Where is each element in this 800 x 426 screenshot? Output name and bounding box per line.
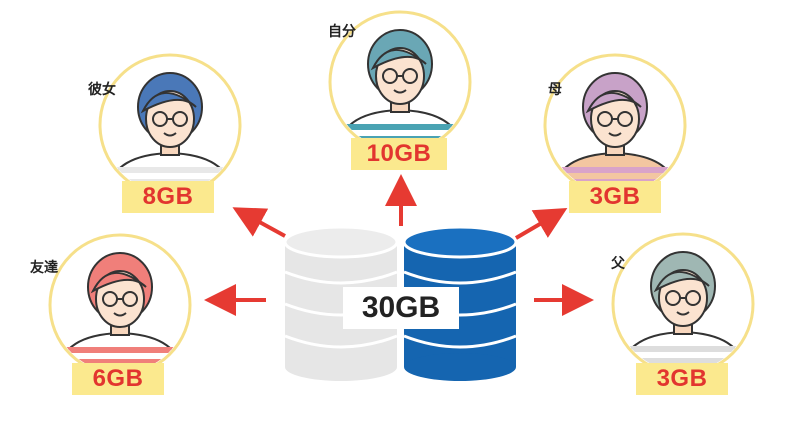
badge-mother: 3GB [569, 181, 661, 213]
label-girlfriend: 彼女 [88, 82, 116, 98]
label-friend: 友達 [30, 260, 58, 276]
avatar-friend [48, 233, 192, 377]
label-mother: 母 [548, 82, 562, 98]
badge-father: 3GB [636, 363, 728, 395]
arrow-to-mother [514, 207, 568, 240]
avatar-father [611, 232, 755, 376]
arrow-to-girlfriend [232, 207, 286, 238]
badge-self: 10GB [351, 138, 447, 170]
badge-friend: 6GB [72, 363, 164, 395]
avatar-girlfriend [98, 53, 242, 197]
total-capacity-label: 30GB [343, 287, 459, 329]
badge-girlfriend: 8GB [122, 181, 214, 213]
avatar-mother [543, 53, 687, 197]
label-self: 自分 [328, 24, 356, 40]
label-father: 父 [611, 256, 625, 272]
